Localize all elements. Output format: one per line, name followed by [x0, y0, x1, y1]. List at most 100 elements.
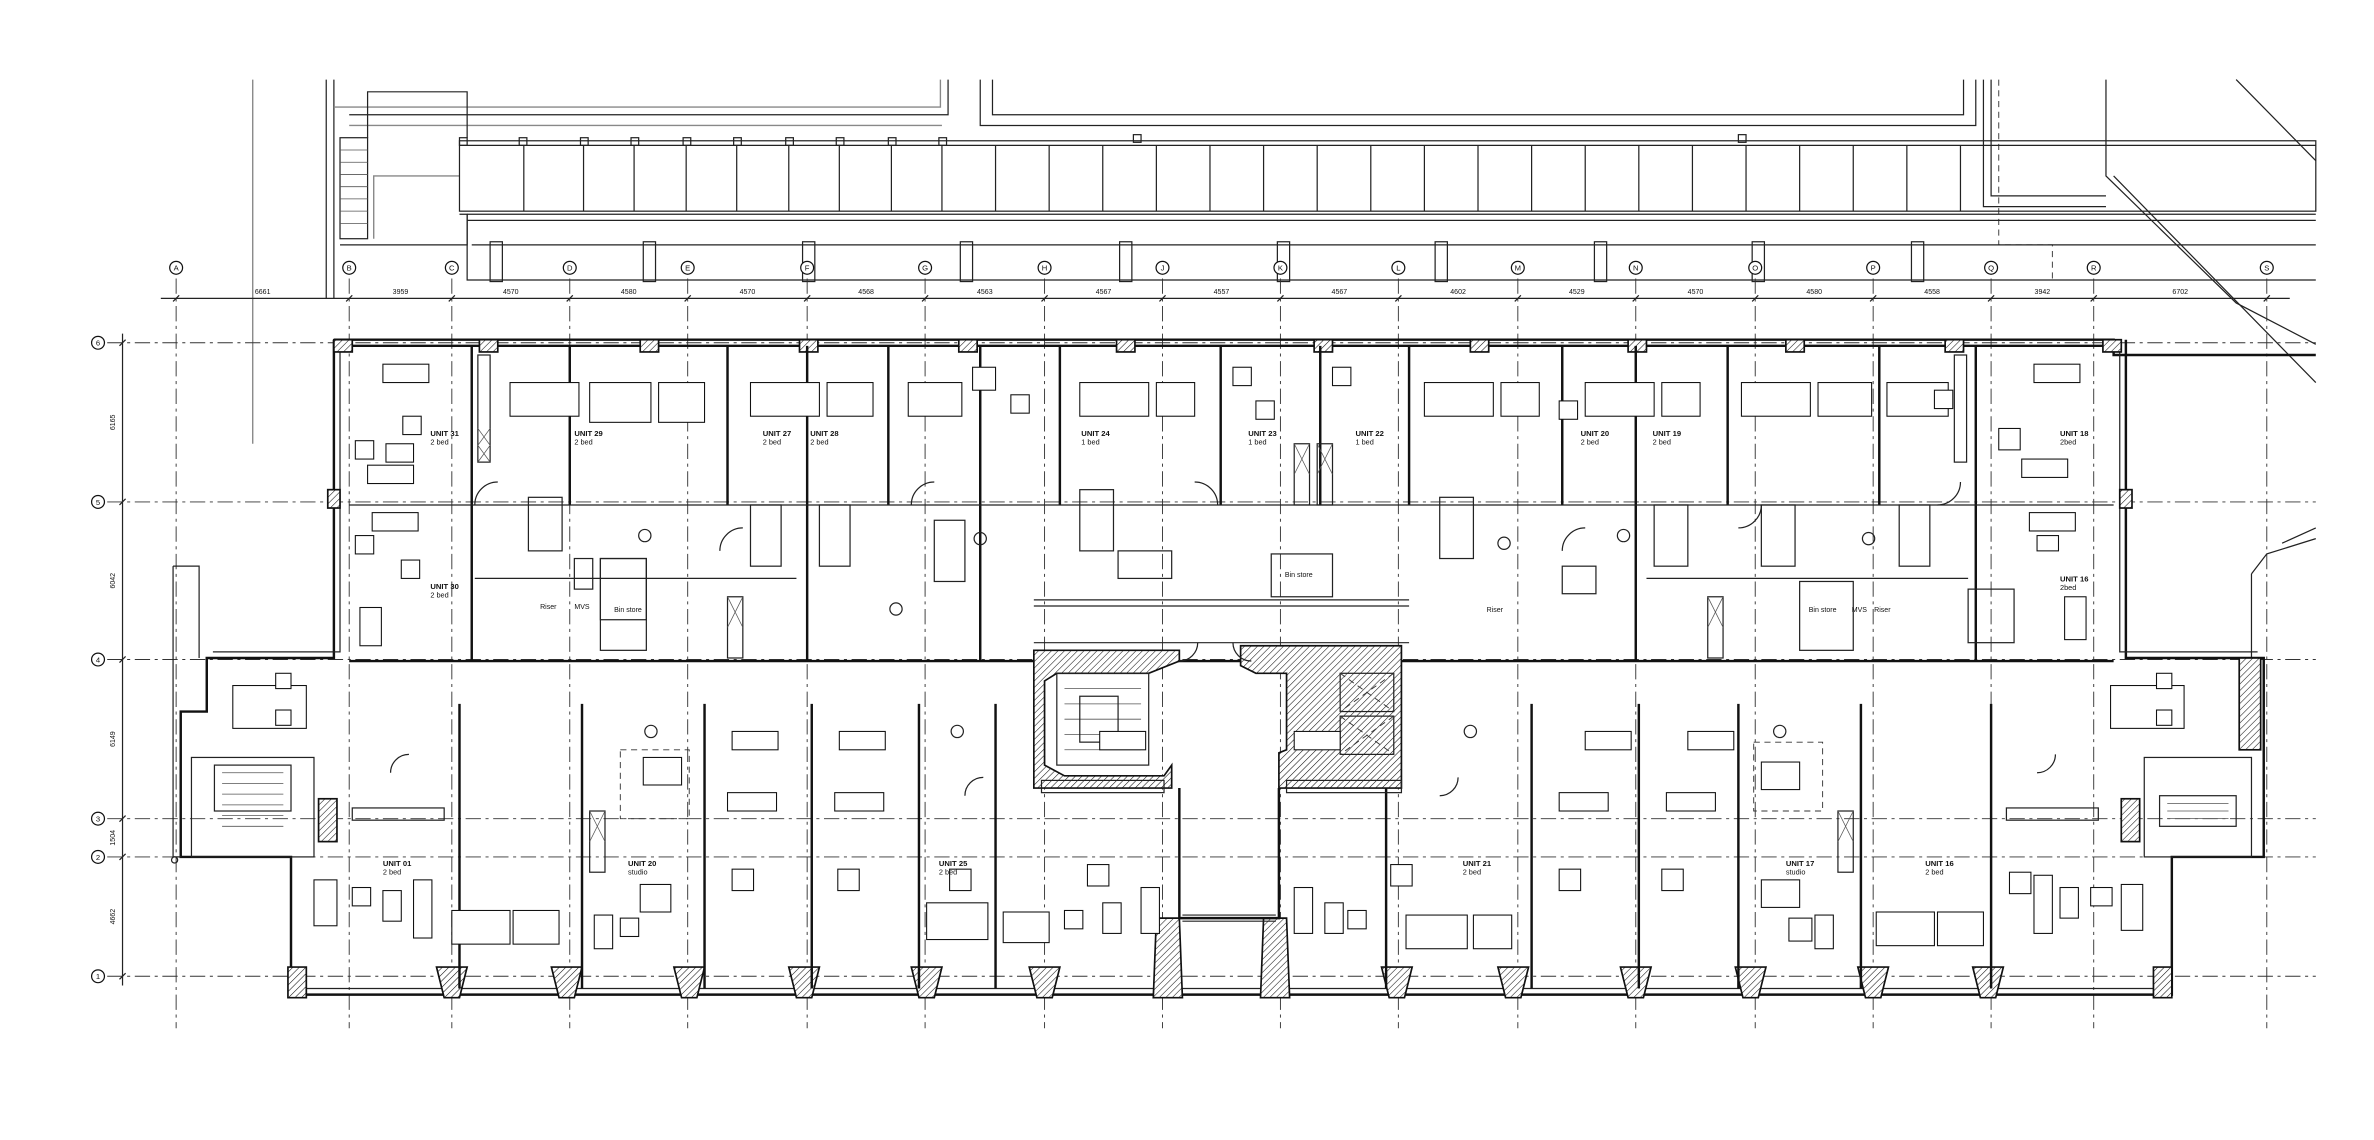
unit-label: UNIT 282 bed	[810, 429, 839, 446]
dimension-label: 4557	[1214, 289, 1230, 296]
dimension-label: 4567	[1096, 289, 1112, 296]
grid-label: 5	[96, 498, 100, 507]
unit-label: UNIT 272 bed	[763, 429, 791, 446]
grid-label: 6	[96, 339, 100, 348]
grid-label: H	[1042, 264, 1048, 273]
structural-piers-top	[326, 338, 2133, 509]
unit-type: studio	[1786, 868, 1806, 877]
grid-bubble: Q	[1984, 260, 1999, 275]
end-bedrooms	[232, 657, 2262, 751]
end-stair-right	[2120, 756, 2253, 858]
unit-number: UNIT 27	[763, 429, 791, 438]
dimension-label: 4570	[740, 289, 756, 296]
kitchen-units	[351, 354, 2099, 873]
site-boundary	[252, 79, 2317, 444]
unit-number: UNIT 28	[810, 429, 839, 438]
grid-bubble: E	[680, 260, 695, 275]
grid-label: M	[1515, 264, 1521, 273]
unit-number: UNIT 17	[1786, 859, 1814, 868]
stair-core	[1032, 649, 1181, 789]
grid-label: 2	[96, 853, 100, 862]
end-stair-left	[170, 756, 338, 864]
unit-type: 2 bed	[1463, 868, 1481, 877]
furniture-living	[354, 363, 2087, 647]
furniture-middle	[642, 730, 1801, 812]
unit-label: UNIT 221 bed	[1355, 429, 1383, 446]
grid-label: P	[1871, 264, 1876, 273]
grid-bubble: 1	[90, 969, 106, 984]
dimension-label: 4563	[977, 289, 993, 296]
room-label: Riser	[540, 604, 557, 611]
grid-label: D	[567, 264, 573, 273]
unit-label: UNIT 292 bed	[574, 429, 602, 446]
grid-label: E	[685, 264, 690, 273]
unit-type: 2bed	[2060, 583, 2076, 592]
unit-number: UNIT 19	[1653, 429, 1681, 438]
unit-number: UNIT 29	[574, 429, 602, 438]
unit-label: UNIT 312 bed	[430, 429, 459, 446]
grid-label: N	[1633, 264, 1639, 273]
grid-label: Q	[1988, 264, 1994, 273]
unit-number: UNIT 21	[1463, 859, 1492, 868]
dimension-label: 6661	[255, 289, 271, 296]
unit-type: 2 bed	[574, 438, 592, 447]
grid-label: 3	[96, 815, 100, 824]
unit-type: 1 bed	[1248, 438, 1266, 447]
unit-number: UNIT 22	[1355, 429, 1383, 438]
unit-label: UNIT 202 bed	[1581, 429, 1609, 446]
structural-piers-bottom	[287, 917, 2173, 999]
dimension-label: 6702	[2172, 289, 2188, 296]
unit-number: UNIT 01	[383, 859, 412, 868]
dimension-label: 3959	[393, 289, 409, 296]
grid-label: O	[1752, 264, 1758, 273]
dimension-label: 6165	[110, 414, 117, 430]
grid-label: 1	[96, 972, 100, 981]
dimension-label: 4529	[1569, 289, 1585, 296]
grid-bubble: P	[1866, 260, 1881, 275]
lift-core	[1239, 644, 1403, 789]
unit-label: UNIT 012 bed	[383, 859, 412, 876]
bathrooms	[527, 489, 2015, 739]
grid-bubble: H	[1037, 260, 1052, 275]
grid-bubble: 2	[90, 849, 106, 864]
unit-type: studio	[628, 868, 648, 877]
unit-type: 1 bed	[1355, 438, 1373, 447]
grid-bubble: D	[562, 260, 577, 275]
grid-bubble: 5	[90, 494, 106, 509]
unit-label: UNIT 302 bed	[430, 582, 458, 599]
central-lobby	[1178, 788, 1281, 922]
grid-bubble: 3	[90, 811, 106, 826]
unit-type: 2bed	[2060, 438, 2076, 447]
unit-type: 2 bed	[1653, 438, 1671, 447]
unit-type: 2 bed	[430, 591, 448, 600]
room-label: Riser	[1874, 607, 1891, 614]
unit-type: 2 bed	[1581, 438, 1599, 447]
grid-bubble: M	[1510, 260, 1525, 275]
unit-number: UNIT 16	[1925, 859, 1953, 868]
dimension-label: 6149	[110, 731, 117, 747]
grid-label: B	[347, 264, 352, 273]
room-label: Bin store	[614, 607, 642, 614]
unit-type: 2 bed	[383, 868, 401, 877]
unit-number: UNIT 16	[2060, 574, 2088, 583]
unit-number: UNIT 31	[430, 429, 459, 438]
grid-bubble: F	[800, 260, 815, 275]
unit-number: UNIT 25	[939, 859, 968, 868]
grid-bubble: C	[444, 260, 459, 275]
unit-number: UNIT 23	[1248, 429, 1276, 438]
grid-bubble: 6	[90, 335, 106, 350]
grid-label: K	[1278, 264, 1284, 273]
store-rooms	[599, 553, 1854, 820]
grid-label: A	[174, 264, 180, 273]
door-swings	[389, 481, 2057, 797]
dimension-label: 3942	[2035, 289, 2051, 296]
unit-type: 2 bed	[810, 438, 828, 447]
unit-label: UNIT 231 bed	[1248, 429, 1276, 446]
grid-bubble: A	[169, 260, 184, 275]
